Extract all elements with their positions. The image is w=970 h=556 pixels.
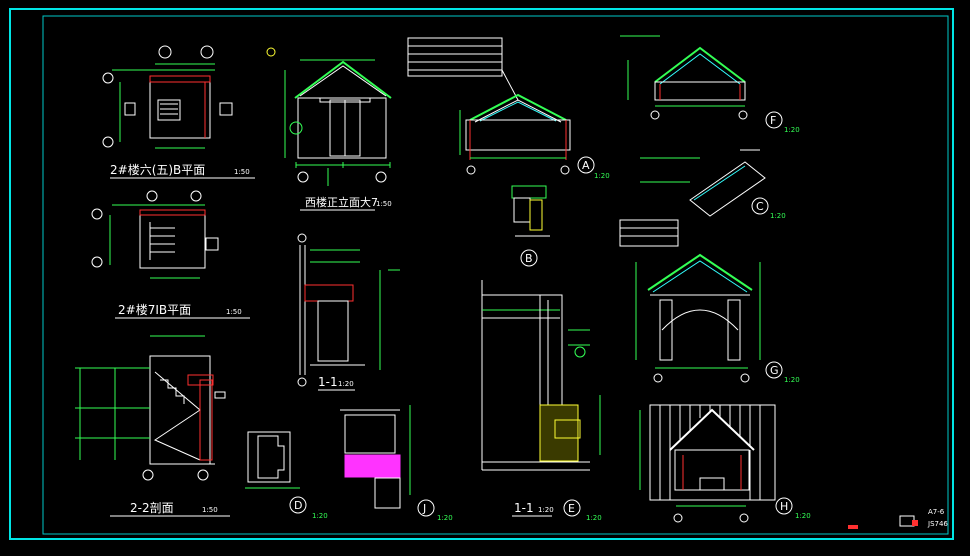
detail-e-scale: 1:20 [586,514,602,522]
plan-1-scale: 1:50 [234,168,250,176]
detail-c-bubble: C [756,200,764,213]
section-11b-title: 1-1 [514,501,534,515]
detail-d-scale: 1:20 [312,512,328,520]
plan-2-title: 2#楼7IB平面 [118,302,191,317]
detail-g-scale: 1:20 [784,376,800,384]
elevation-view [266,47,392,211]
elevation-scale: 1:50 [376,200,392,208]
detail-e-bubble: E [568,502,575,515]
section-11a-title: 1-1 [318,375,338,389]
section-22-scale: 1:50 [202,506,218,514]
detail-j-scale: 1:20 [437,514,453,522]
section-11a-scale: 1:20 [338,380,354,388]
inner-frame [42,15,949,535]
detail-f-bubble: F [770,114,776,127]
detail-h-bubble: H [780,500,788,513]
detail-g-view [619,219,783,383]
detail-h-scale: 1:20 [795,512,811,520]
section-11b-view [481,280,601,517]
detail-f-scale: 1:20 [784,126,800,134]
plan-2-view [91,190,250,319]
detail-b-bubble: B [525,252,533,265]
section-11b-scale: 1:20 [538,506,554,514]
detail-a-view [407,37,595,175]
plan-1-view [102,45,255,179]
detail-j-bubble: J [422,502,426,515]
detail-d-view [245,431,307,514]
elevation-title: 西楼正立面大7 [305,195,378,209]
plan-2-scale: 1:50 [226,308,242,316]
title-block-subtext: JS746 [927,520,948,528]
plan-1-title: 2#楼六(五)B平面 [110,162,205,177]
detail-f-view [620,35,783,129]
detail-j-view [340,405,435,517]
detail-h-view [639,404,793,523]
detail-c-scale: 1:20 [770,212,786,220]
title-block [848,515,918,529]
section-22-view [75,335,230,517]
outer-frame [9,8,954,540]
detail-g-bubble: G [770,364,779,377]
section-22-title: 2-2剖面 [130,501,174,515]
detail-a-scale: 1:20 [594,172,610,180]
detail-b-view [511,185,550,267]
detail-c-view [640,149,769,217]
section-11a-view [297,233,400,391]
detail-a-bubble: A [582,159,590,172]
title-block-code: A7-6 [928,508,945,516]
detail-d-bubble: D [294,499,302,512]
